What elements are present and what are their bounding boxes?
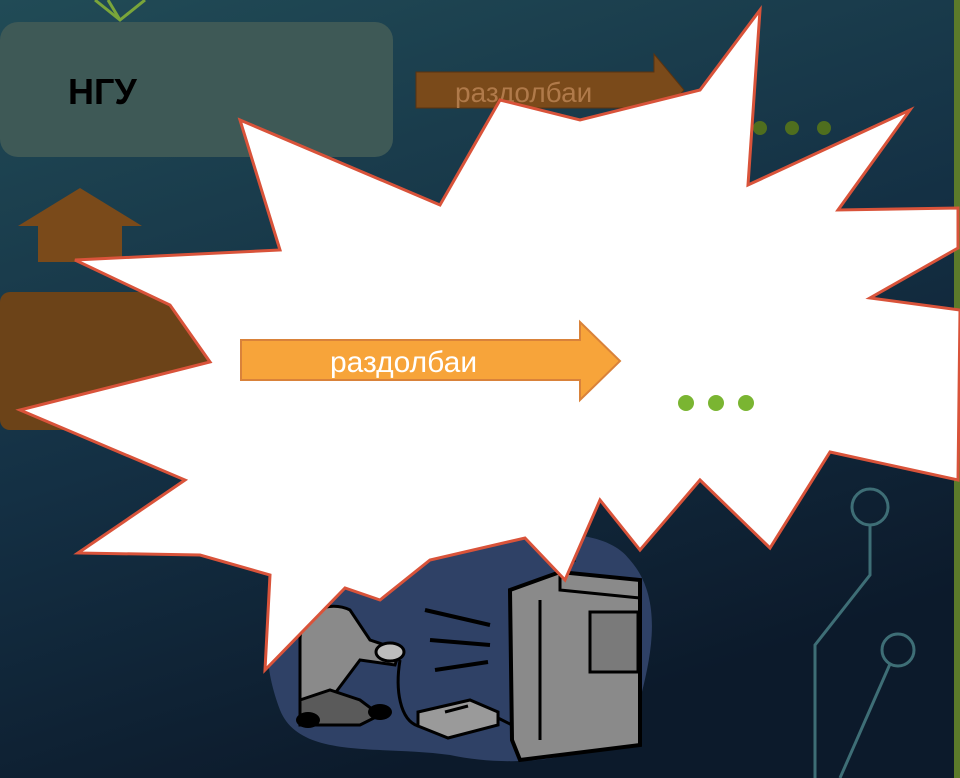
ngu-box-label: НГУ	[68, 71, 137, 112]
burst-arrow-label: раздолбаи	[330, 346, 477, 379]
burst-ellipsis	[678, 395, 754, 411]
top-arrow-label: раздолбаи	[455, 77, 592, 108]
top-ellipsis	[753, 121, 831, 135]
tv-illustration	[510, 560, 640, 760]
ngu-box	[0, 22, 393, 157]
